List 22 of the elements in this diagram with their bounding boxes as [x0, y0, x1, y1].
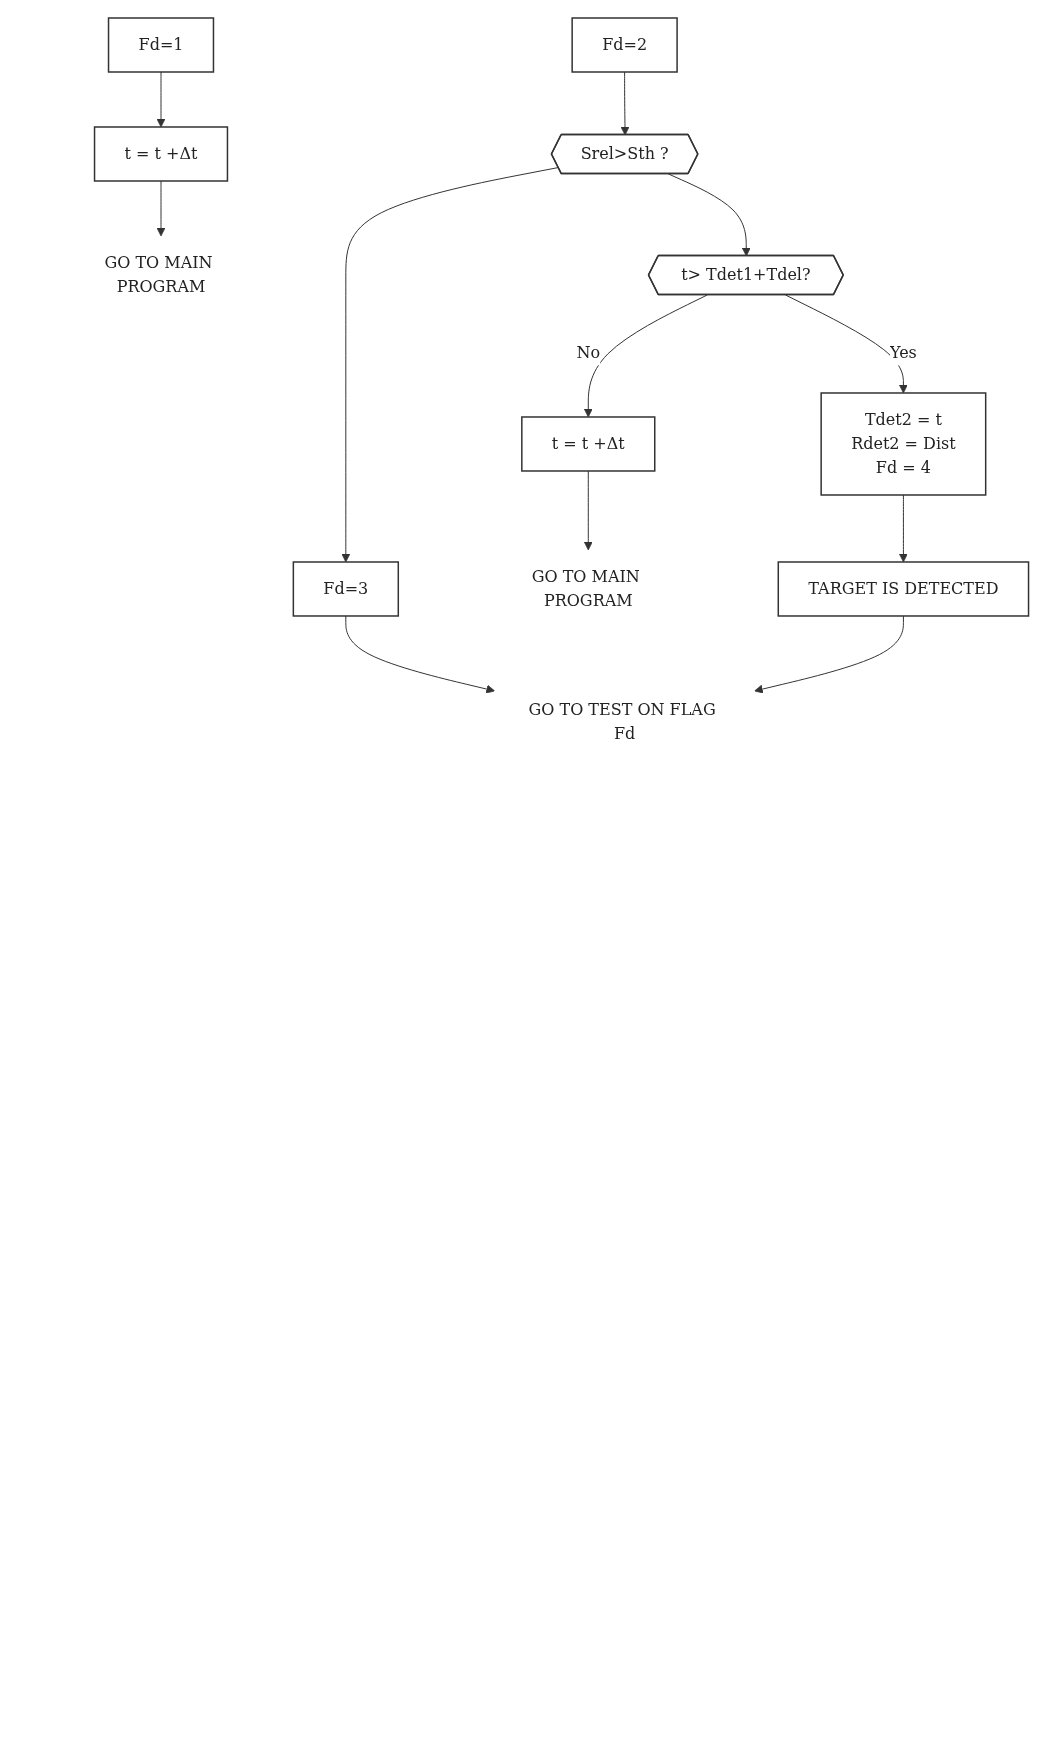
node-box: t = t +Δt	[94, 126, 229, 182]
arrow	[156, 71, 166, 128]
edge-label: No	[576, 343, 601, 363]
arrow	[668, 173, 751, 257]
arrow	[620, 71, 630, 136]
arrow	[754, 615, 905, 694]
arrow	[899, 494, 909, 563]
edge-label: Yes	[890, 343, 918, 363]
arrow	[156, 180, 166, 237]
node-box: Fd=2	[571, 17, 679, 73]
node-box: Fd=3	[292, 561, 400, 617]
arrow	[345, 615, 496, 694]
node-box: Tdet2 = t Rdet2 = Dist Fd = 4	[820, 392, 987, 496]
node-box: TARGET IS DETECTED	[777, 561, 1030, 617]
node-text: GO TO TEST ON FLAG Fd	[528, 699, 716, 743]
arrow	[584, 470, 593, 551]
arrow	[584, 294, 708, 418]
node-box: Fd=1	[108, 17, 215, 73]
arrow	[785, 294, 909, 394]
node-text: GO TO MAIN PROGRAM	[531, 566, 641, 610]
node-text: GO TO MAIN PROGRAM	[104, 252, 213, 296]
node-box: t = t +Δt	[521, 416, 656, 472]
